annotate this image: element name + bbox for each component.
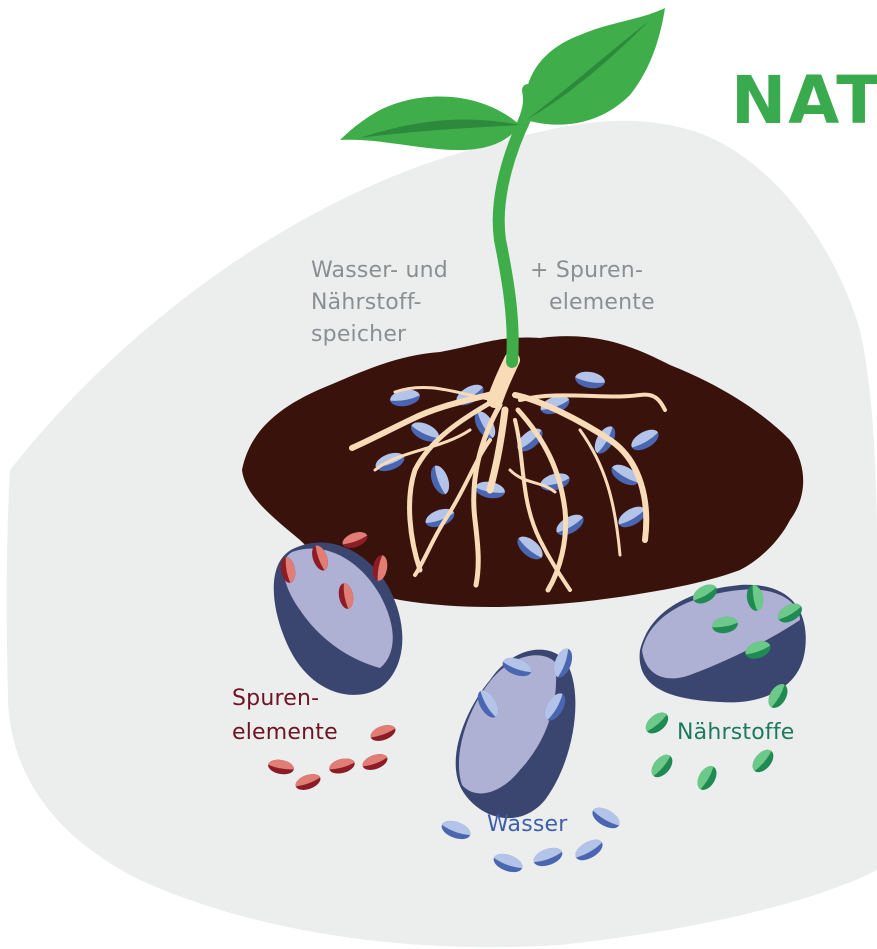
- nutrients-label: Nährstoffe: [677, 718, 795, 748]
- trace-top-label-line2: elemente: [549, 288, 655, 318]
- trace-top-label-line1: + Spuren-: [530, 256, 643, 286]
- trace-label-line2: elemente: [232, 718, 338, 748]
- water-label: Wasser: [487, 810, 568, 840]
- storage-label-line2: Nährstoff-: [311, 288, 422, 318]
- storage-label-line3: speicher: [311, 320, 406, 350]
- page-title: NAT: [731, 66, 877, 136]
- storage-label-line1: Wasser- und: [311, 256, 448, 286]
- trace-label-line1: Spuren-: [232, 684, 319, 714]
